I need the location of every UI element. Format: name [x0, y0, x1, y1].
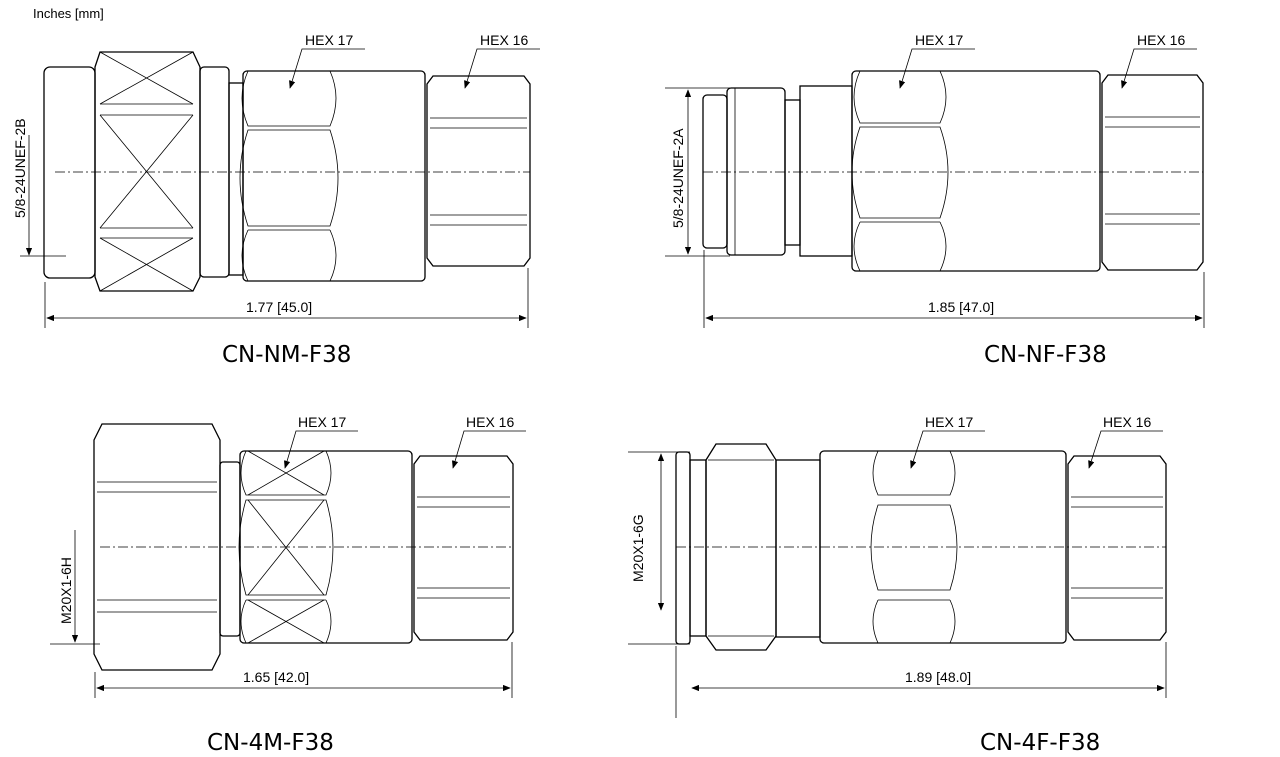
hex16-body	[413, 455, 514, 641]
hex16-body	[1101, 74, 1204, 271]
neck	[775, 459, 821, 638]
hex17-body	[851, 70, 1101, 272]
hex16-body	[426, 75, 531, 267]
front-ring	[43, 66, 96, 279]
hex16-label: HEX 16	[1103, 414, 1151, 430]
drawing-title: CN-NM-F38	[222, 342, 351, 368]
thread-label: M20X1-6H	[58, 557, 74, 624]
hex16-label: HEX 16	[466, 414, 514, 430]
drawing-cn-nf-f38: 5/8-24UNEF-2A HEX 17 HEX 16 1.85 [47.0] …	[665, 32, 1205, 368]
units-label: Inches [mm]	[33, 6, 104, 21]
front-ring	[675, 451, 691, 645]
collar	[799, 85, 853, 257]
thread-label: M20X1-6G	[630, 514, 646, 582]
hex17-body	[239, 70, 426, 282]
coupling-nut	[93, 423, 221, 671]
hex16-label: HEX 16	[480, 32, 528, 48]
hex16-body	[1067, 455, 1167, 641]
length-dimension: 1.65 [42.0]	[243, 669, 309, 685]
drawing-title: CN-4M-F38	[207, 730, 334, 756]
neck	[784, 99, 801, 246]
drawing-cn-nm-f38: 5/8-24UNEF-2B HEX 17 HEX 16 1.77 [45.0] …	[12, 32, 540, 368]
thread-label: 5/8-24UNEF-2A	[670, 128, 686, 228]
front-ring	[702, 94, 728, 249]
hex17-label: HEX 17	[298, 414, 346, 430]
thread-label: 5/8-24UNEF-2B	[12, 118, 28, 218]
drawing-cn-4m-f38: M20X1-6H HEX 17 HEX 16 1.65 [42.0] CN-4M…	[50, 414, 526, 756]
neck	[228, 82, 244, 276]
flange	[689, 459, 707, 637]
hex17-label: HEX 17	[305, 32, 353, 48]
nut-ring	[219, 461, 241, 637]
length-dimension: 1.89 [48.0]	[905, 669, 971, 685]
hex16-label: HEX 16	[1137, 32, 1185, 48]
front-body	[726, 87, 786, 256]
coupling-nut	[94, 51, 201, 292]
hex17-label: HEX 17	[915, 32, 963, 48]
drawing-cn-4f-f38: M20X1-6G HEX 17 HEX 16 1.89 [48.0] CN-4F…	[628, 414, 1167, 756]
drawing-title: CN-4F-F38	[980, 730, 1100, 756]
drawing-title: CN-NF-F38	[984, 342, 1107, 368]
length-dimension: 1.85 [47.0]	[928, 299, 994, 315]
hex17-label: HEX 17	[925, 414, 973, 430]
length-dimension: 1.77 [45.0]	[246, 299, 312, 315]
